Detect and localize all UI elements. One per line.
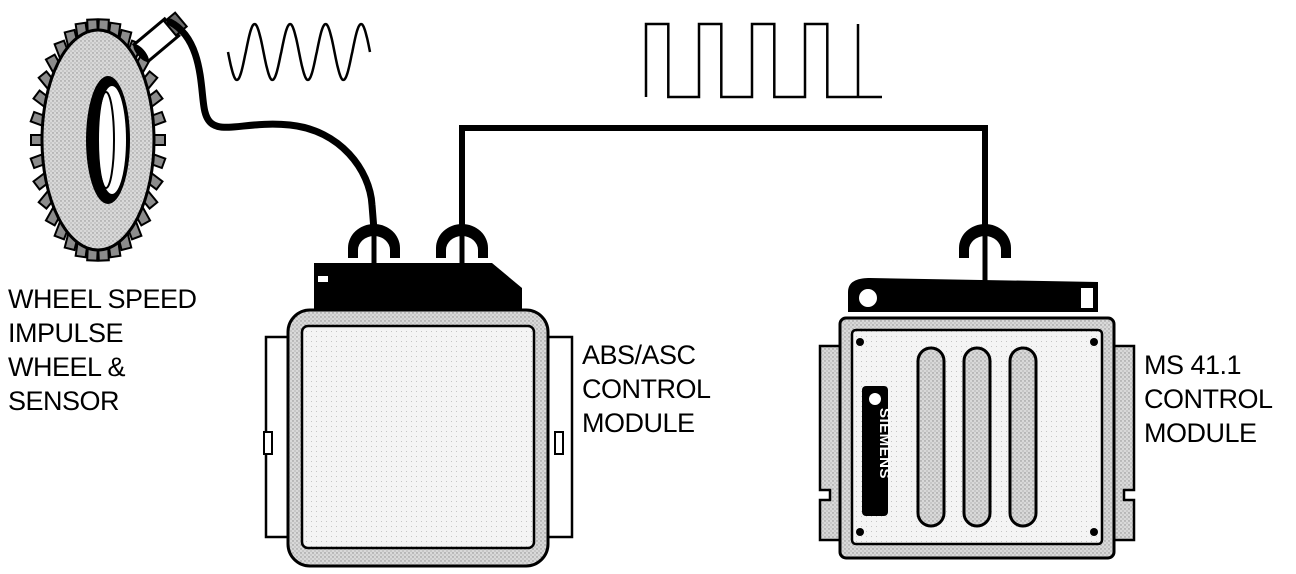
label-line: CONTROL xyxy=(1144,384,1273,414)
ms41-module-label: MS 41.1 CONTROL MODULE xyxy=(1144,348,1273,450)
label-line: IMPULSE xyxy=(8,318,124,348)
sine-wave-signal xyxy=(226,22,372,82)
signal-wire xyxy=(459,125,988,228)
label-line: CONTROL xyxy=(582,374,711,404)
abs-asc-module-label: ABS/ASC CONTROL MODULE xyxy=(582,338,711,440)
impulse-wheel xyxy=(29,18,167,262)
label-line: MODULE xyxy=(582,408,695,438)
ms41-control-module: SIEMENS xyxy=(818,224,1136,560)
label-line: WHEEL SPEED xyxy=(8,284,197,314)
siemens-brand-text: SIEMENS xyxy=(876,408,893,479)
label-line: SENSOR xyxy=(8,386,120,416)
square-wave-signal xyxy=(644,22,882,99)
label-line: ABS/ASC xyxy=(582,340,696,370)
label-line: MODULE xyxy=(1144,418,1257,448)
wheel-speed-sensor-label: WHEEL SPEED IMPULSE WHEEL & SENSOR xyxy=(8,282,197,418)
label-line: MS 41.1 xyxy=(1144,350,1242,380)
label-line: WHEEL & xyxy=(8,352,126,382)
abs-asc-control-module xyxy=(263,224,574,568)
speed-sensor xyxy=(131,11,189,64)
sensor-cable xyxy=(166,18,378,234)
